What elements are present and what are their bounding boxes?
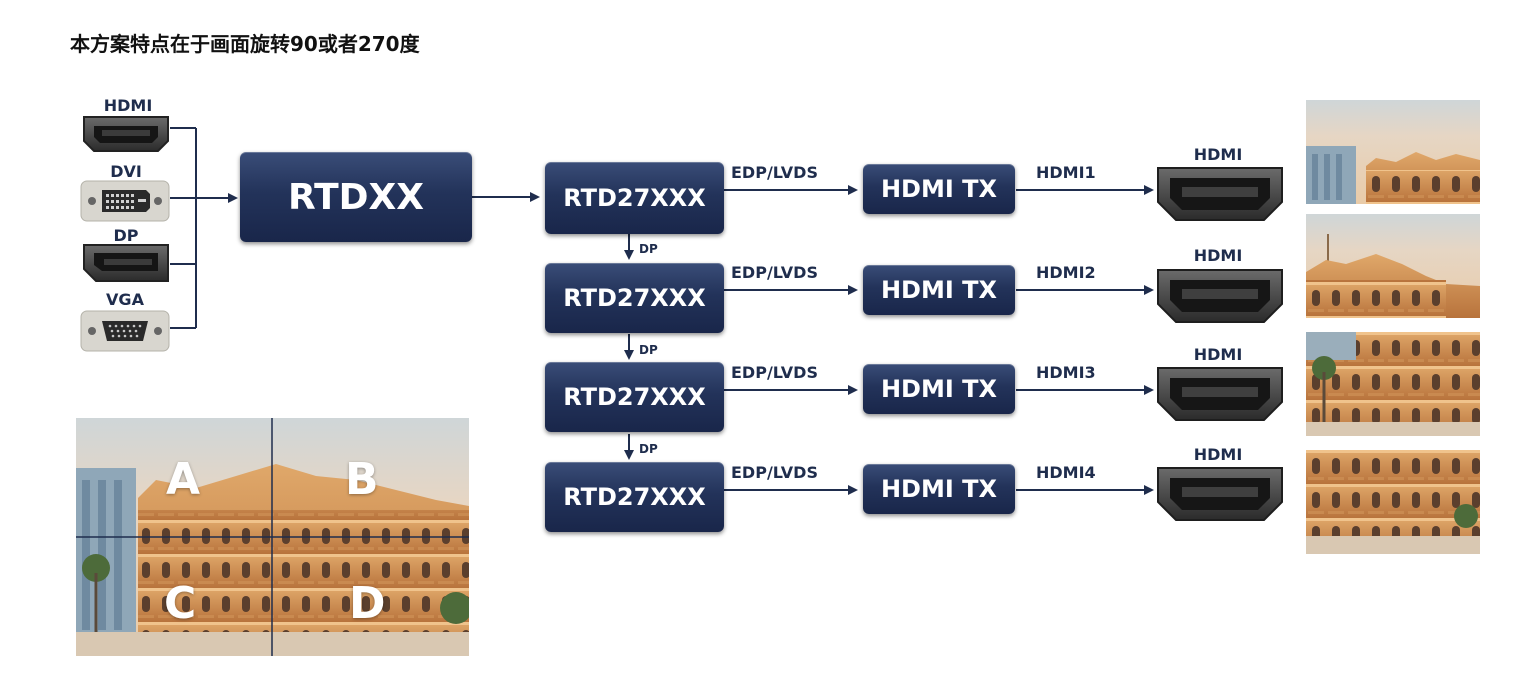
edp-lvds-label-2: EDP/LVDS (731, 263, 818, 282)
output-image-slice-2 (1306, 214, 1480, 318)
hdmi-port-icon (83, 116, 169, 152)
input-label-dp: DP (113, 226, 139, 245)
dp-cascade-label-2: DP (639, 343, 658, 357)
displayport-icon (83, 244, 169, 282)
quadrant-label-b: B (345, 454, 379, 505)
output-image-slice-3 (1306, 332, 1480, 436)
quadrant-label-a: A (166, 454, 201, 505)
edp-lvds-label-4: EDP/LVDS (731, 463, 818, 482)
edp-lvds-label-1: EDP/LVDS (731, 163, 818, 182)
hdmi-tx-chip-1: HDMI TX (863, 164, 1015, 214)
hdmi-port-icon (1157, 167, 1283, 221)
vga-port-icon (80, 310, 170, 352)
hdmi-output-label-4: HDMI4 (1036, 463, 1096, 482)
hdmi-output-label-3: HDMI3 (1036, 363, 1096, 382)
quadrant-label-c: C (164, 578, 197, 629)
hdmi-port-label-4: HDMI (1193, 445, 1243, 464)
quad-split-image (76, 418, 469, 656)
dp-cascade-label-1: DP (639, 242, 658, 256)
edp-lvds-label-3: EDP/LVDS (731, 363, 818, 382)
rtd27xxx-chip-4: RTD27XXX (545, 462, 724, 532)
input-label-dvi: DVI (110, 162, 142, 181)
hdmi-port-icon (1157, 467, 1283, 521)
rtd27xxx-chip-3: RTD27XXX (545, 362, 724, 432)
hdmi-tx-chip-4: HDMI TX (863, 464, 1015, 514)
page-title: 本方案特点在于画面旋转90或者270度 (70, 32, 420, 56)
hdmi-port-icon (1157, 367, 1283, 421)
dvi-port-icon (80, 180, 170, 222)
hdmi-port-label-2: HDMI (1193, 246, 1243, 265)
hdmi-tx-chip-2: HDMI TX (863, 265, 1015, 315)
hdmi-port-label-1: HDMI (1193, 145, 1243, 164)
dp-cascade-label-3: DP (639, 442, 658, 456)
rtd27xxx-chip-2: RTD27XXX (545, 263, 724, 333)
hdmi-output-label-1: HDMI1 (1036, 163, 1096, 182)
hdmi-port-icon (1157, 269, 1283, 323)
hdmi-tx-chip-3: HDMI TX (863, 364, 1015, 414)
input-label-hdmi: HDMI (103, 96, 153, 115)
input-label-vga: VGA (106, 290, 144, 309)
hdmi-port-label-3: HDMI (1193, 345, 1243, 364)
rtd27xxx-chip-1: RTD27XXX (545, 162, 724, 234)
quadrant-label-d: D (349, 578, 386, 629)
output-image-slice-1 (1306, 100, 1480, 204)
hdmi-output-label-2: HDMI2 (1036, 263, 1096, 282)
rtdxx-chip: RTDXX (240, 152, 472, 242)
output-image-slice-4 (1306, 450, 1480, 554)
